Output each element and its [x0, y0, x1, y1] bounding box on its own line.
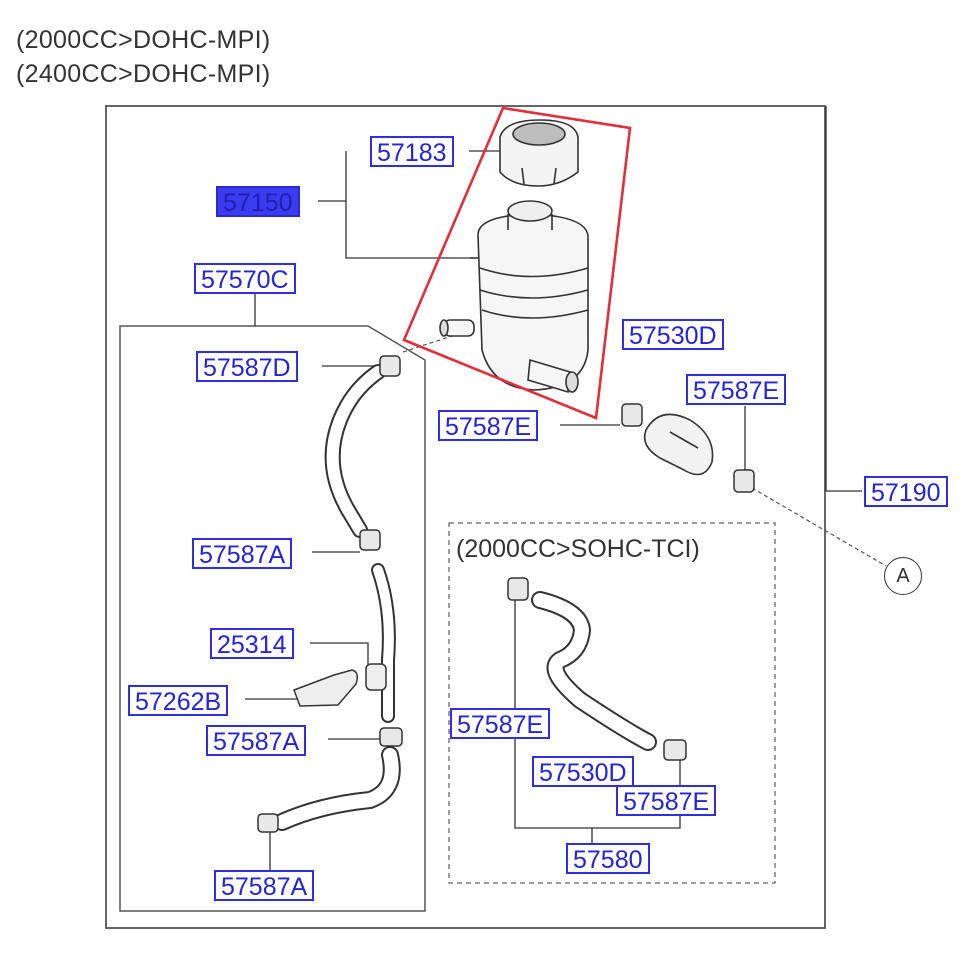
part-label-57587A-3[interactable]: 57587A: [214, 870, 315, 901]
reservoir-cap-icon: [499, 119, 579, 187]
sohc-subgroup-frame: [448, 522, 776, 884]
part-label-57587A-2[interactable]: 57587A: [206, 725, 307, 756]
clamp-57587A-1-icon: [359, 529, 381, 551]
main-frame: [105, 105, 826, 929]
clamp-57587E-right-icon: [733, 469, 755, 493]
clip-25314-icon: [365, 663, 387, 691]
bracket-icon: [293, 663, 387, 707]
reservoir-hose-icon: [643, 413, 714, 476]
clamp-57587E-mid-icon: [621, 403, 643, 427]
header-engine-line-1: (2000CC>DOHC-MPI): [16, 26, 271, 54]
sub-hose-icon: [531, 591, 657, 751]
reservoir-tank-icon: [439, 200, 589, 394]
part-label-57150-selected[interactable]: 57150: [216, 186, 300, 217]
part-label-57530D-top[interactable]: 57530D: [622, 319, 724, 350]
part-label-57580[interactable]: 57580: [566, 843, 650, 874]
ref-marker-a[interactable]: A: [884, 557, 922, 595]
part-label-25314[interactable]: 25314: [210, 628, 294, 659]
clamp-57587E-sub-icon: [507, 577, 529, 601]
clamp-57587E-sub2-icon: [663, 739, 687, 761]
part-label-57530D-sub[interactable]: 57530D: [532, 756, 634, 787]
part-label-57587E-sub2[interactable]: 57587E: [616, 785, 717, 816]
part-label-57587E-sub[interactable]: 57587E: [450, 708, 551, 739]
return-hose-icon: [273, 364, 401, 831]
part-label-57587E-right[interactable]: 57587E: [686, 374, 787, 405]
hose-clamp-icons: [257, 355, 755, 833]
clamp-57587D-icon: [379, 355, 401, 377]
part-label-57587D[interactable]: 57587D: [196, 351, 298, 382]
subgroup-title: (2000CC>SOHC-TCI): [456, 535, 700, 563]
ref-dashed-line: [751, 487, 887, 567]
part-label-57190[interactable]: 57190: [864, 476, 948, 507]
ref-dashed-line-2: [402, 335, 453, 353]
hose-assembly-frame: [119, 325, 426, 912]
part-label-57183[interactable]: 57183: [370, 136, 454, 167]
part-label-57587E-mid[interactable]: 57587E: [438, 410, 539, 441]
clamp-57587A-2-icon: [379, 727, 403, 747]
part-label-57570C[interactable]: 57570C: [194, 263, 296, 294]
clamp-57587A-3-icon: [257, 813, 279, 833]
highlight-outline: [402, 106, 632, 420]
part-label-57587A-1[interactable]: 57587A: [192, 538, 293, 569]
header-engine-line-2: (2400CC>DOHC-MPI): [16, 60, 271, 88]
part-label-57262B[interactable]: 57262B: [128, 685, 229, 716]
